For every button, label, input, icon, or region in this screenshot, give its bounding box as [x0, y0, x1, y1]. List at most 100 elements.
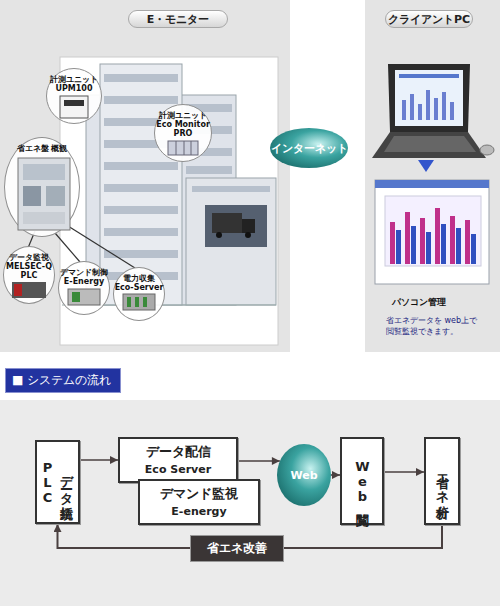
- bar: [441, 224, 446, 264]
- flow-arrow: [238, 460, 280, 462]
- cabinet-part: [23, 212, 65, 224]
- keyboard: [384, 136, 476, 152]
- process-box: デマンド監視E-energy: [138, 479, 260, 525]
- bar: [410, 94, 414, 120]
- window: [186, 166, 232, 174]
- garage: [205, 205, 267, 247]
- bar: [471, 234, 476, 264]
- screenshot-plot: [385, 196, 481, 266]
- bar: [434, 98, 438, 120]
- node-subtext: E-Energy: [64, 278, 104, 287]
- monitor-icon: [168, 141, 198, 155]
- node-subtext: Eco Monitor PRO: [155, 121, 211, 139]
- node-text: デマンド制御: [60, 269, 108, 278]
- node-subtext: PLC: [40, 460, 55, 505]
- window: [104, 206, 178, 214]
- bar: [450, 216, 455, 264]
- node-text: データ配信: [146, 442, 211, 462]
- plc-icon: [12, 282, 46, 298]
- node-subtext: Eco-Server: [115, 284, 164, 293]
- node-text: データ統括: [57, 467, 75, 497]
- window: [104, 184, 178, 192]
- laptop-screen: [388, 64, 470, 132]
- window: [104, 228, 178, 236]
- server-part: [143, 297, 147, 307]
- section-band: ■ システムの流れ: [5, 368, 121, 393]
- meter-icon: [60, 96, 88, 118]
- bar: [420, 218, 425, 264]
- node-text: ■ システムの流れ: [12, 372, 111, 389]
- network-ellipse: インターネット: [270, 128, 348, 168]
- process-box: 省エネ分析: [424, 437, 460, 525]
- node-text: 省エネ分析: [433, 466, 451, 496]
- mouse: [480, 145, 494, 155]
- node-text: 省エネ盤 概観: [17, 145, 68, 154]
- screenshot: [375, 180, 489, 284]
- screenshot-bars: [390, 208, 476, 264]
- bar: [402, 100, 406, 120]
- truck-cab: [242, 219, 255, 233]
- left-panel: [0, 0, 290, 352]
- node-text: 計測ユニット: [159, 112, 207, 121]
- cabinet-part: [23, 186, 41, 206]
- node-text: Web: [290, 469, 317, 482]
- node-subtext: E-energy: [171, 504, 226, 521]
- node-text: デマンド監視: [160, 484, 238, 504]
- bar: [411, 226, 416, 264]
- node-subtext: MELSEC-Q PLC: [4, 263, 54, 281]
- flow-arrow: [384, 471, 424, 473]
- callout-circle: 省エネ盤 概観: [4, 137, 80, 237]
- callout-circle: 計測ユニットEco Monitor PRO: [154, 104, 212, 162]
- meter-display: [64, 100, 84, 106]
- screen-bars: [402, 90, 454, 120]
- bar: [442, 92, 446, 120]
- cabinet-icon: [18, 158, 70, 230]
- node-subtext: UPM100: [55, 85, 92, 94]
- node-text: 電力収集: [123, 275, 155, 284]
- bar: [465, 220, 470, 264]
- process-box: データ配信Eco Server: [118, 437, 238, 483]
- edge-label: 省エネ改善: [190, 535, 284, 562]
- building-wing: [186, 178, 276, 305]
- truck-wheel: [245, 232, 251, 238]
- bar: [426, 232, 431, 264]
- network-ellipse: Web: [277, 444, 331, 506]
- window: [104, 96, 178, 104]
- flow-arrow: [331, 474, 340, 476]
- down-triangle: [418, 160, 434, 172]
- module-line: [191, 141, 192, 155]
- demand-icon: [68, 289, 100, 305]
- callout-circle: データ監視MELSEC-Q PLC: [3, 246, 55, 304]
- bar: [390, 222, 395, 264]
- right-panel: [365, 0, 500, 352]
- bar: [405, 212, 410, 264]
- bar: [435, 208, 440, 264]
- screen-display: [395, 70, 463, 126]
- callout-circle: 電力収集Eco-Server: [113, 267, 165, 321]
- node-text: Web閲覧: [353, 459, 371, 504]
- window: [104, 162, 178, 170]
- process-box: Web閲覧: [340, 437, 384, 525]
- demand-part: [72, 292, 80, 302]
- laptop-base: [372, 132, 486, 158]
- truck-body: [212, 213, 242, 233]
- node-text: インターネット: [271, 141, 348, 156]
- truck-wheel: [216, 232, 222, 238]
- node-text: データ監視: [9, 254, 49, 263]
- note-text: 省エネデータを web上で 閲覧監視できます。: [386, 316, 478, 338]
- cabinet-part: [46, 186, 65, 206]
- node-subtext: Eco Server: [145, 462, 211, 479]
- flow-arrow: [80, 459, 118, 461]
- bar: [450, 102, 454, 120]
- bar: [456, 228, 461, 264]
- leader-line: [55, 233, 80, 262]
- note-text: パソコン管理: [392, 296, 492, 308]
- screenshot-header: [375, 180, 489, 188]
- cabinet-part: [23, 164, 65, 180]
- bar: [426, 90, 430, 120]
- node-text: クライアントPC: [388, 12, 470, 27]
- process-box: データ統括PLC: [35, 440, 80, 524]
- bar: [396, 230, 401, 264]
